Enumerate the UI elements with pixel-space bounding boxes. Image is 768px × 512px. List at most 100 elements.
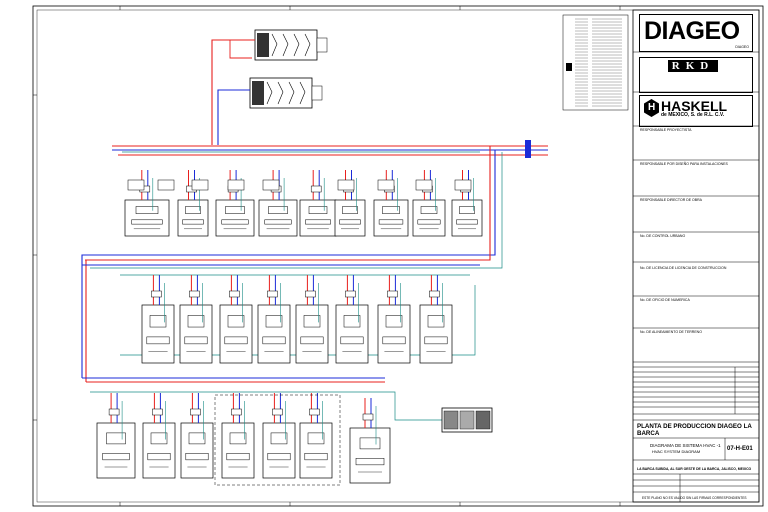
chiller-coil xyxy=(277,81,284,105)
chiller-coil xyxy=(282,33,289,57)
ahu-1-8 xyxy=(412,170,446,237)
ahu-2-6 xyxy=(335,275,369,364)
ahu-cabinet xyxy=(141,304,175,364)
tb-label-6: No. DE OFICIO DE NUMERICA xyxy=(640,298,690,302)
ahu-1-1 xyxy=(124,170,170,237)
ahu-coil xyxy=(106,432,126,445)
client-logo: DIAGEO DIAGEO xyxy=(639,14,753,52)
ahu-nameplate xyxy=(382,336,406,345)
ahu-3-7 xyxy=(349,398,391,484)
ahu-3-5 xyxy=(262,393,296,479)
ahu-2-4 xyxy=(257,275,291,364)
control-box-1-9 xyxy=(454,179,472,191)
ahu-cabinet xyxy=(373,199,409,237)
chiller-compressor xyxy=(257,33,269,57)
ahu-coil xyxy=(188,432,206,445)
ahu-coil xyxy=(185,206,201,214)
ahu-2-5 xyxy=(295,275,329,364)
haskell-hex-icon xyxy=(644,99,659,117)
ahu-nameplate xyxy=(300,336,324,345)
ahu-valve xyxy=(189,290,200,298)
ahu-cabinet xyxy=(419,304,453,364)
ahu-coil xyxy=(459,206,475,214)
ahu-coil xyxy=(150,432,168,445)
control-box-1-2 xyxy=(157,179,175,191)
ahu-coil xyxy=(225,206,245,214)
ahu-coil xyxy=(135,206,159,214)
border-ticks xyxy=(33,6,621,506)
ahu-coil xyxy=(359,437,381,450)
ahu-coil xyxy=(308,206,328,214)
ahu-coil xyxy=(343,315,361,328)
zone-enclosure xyxy=(214,394,341,486)
ahu-coil xyxy=(268,206,288,214)
ahu-cabinet xyxy=(142,422,176,479)
condensate-riser xyxy=(90,152,503,269)
roof-unit xyxy=(441,407,493,433)
ahu-nameplate xyxy=(147,453,171,461)
header-connector xyxy=(525,140,531,158)
ahu-nameplate xyxy=(264,219,292,225)
ahu-coil xyxy=(420,206,438,214)
ahu-valve xyxy=(190,408,201,416)
ahu-coil xyxy=(229,432,247,445)
control-box-1-3 xyxy=(191,179,209,191)
chiller-coil xyxy=(304,33,311,57)
ahu-3-6 xyxy=(299,393,333,479)
control-box-1-4 xyxy=(227,179,245,191)
ahu-cabinet xyxy=(179,304,213,364)
ahu-nameplate xyxy=(424,336,448,345)
drawing-title-en: HVAC SYSTEM DIAGRAM xyxy=(652,449,701,454)
control-box-1-6 xyxy=(337,179,355,191)
ahu-valve xyxy=(267,290,278,298)
chiller-coil xyxy=(271,33,278,57)
ahu-nameplate xyxy=(226,453,250,461)
ahu-valve xyxy=(272,408,283,416)
ahu-2-7 xyxy=(377,275,411,364)
ahu-cabinet xyxy=(262,422,296,479)
chiller-compressor xyxy=(252,81,264,105)
ahu-valve xyxy=(387,290,398,298)
ahu-cabinet xyxy=(377,304,411,364)
return-riser xyxy=(81,150,496,378)
project-location: LA BARCA SUBIDA, AL SUR OESTE DE LA BARC… xyxy=(637,467,752,471)
tb-label-4: No. DE CONTROL URBANO xyxy=(640,234,686,238)
sheet-border xyxy=(32,5,764,507)
ahu-coil xyxy=(427,315,445,328)
contractor-logo-text: HASKELL xyxy=(661,98,728,114)
chiller-coil xyxy=(293,33,300,57)
ahu-cabinet xyxy=(335,304,369,364)
ahu-cabinet xyxy=(219,304,253,364)
ahu-nameplate xyxy=(355,458,385,466)
chiller-pump xyxy=(311,85,323,101)
ahu-cabinet xyxy=(215,199,255,237)
chiller-return-pipe xyxy=(217,89,250,145)
tb-label-5: No. DE LICENCIA DE LICENCIA DE CONSTRUCC… xyxy=(640,266,727,270)
ahu-valve xyxy=(345,290,356,298)
chiller-units xyxy=(211,29,328,145)
control-box-1-8 xyxy=(415,179,433,191)
ahu-nameplate xyxy=(182,219,204,225)
ahu-cabinet xyxy=(124,199,170,237)
client-logo-text: DIAGEO xyxy=(644,17,740,45)
control-box-1-7 xyxy=(377,179,395,191)
ahu-3-1 xyxy=(96,393,136,479)
ahu-3-3 xyxy=(180,393,214,479)
project-title: PLANTA DE PRODUCCION DIAGEO LA BARCA xyxy=(637,423,752,437)
ahu-coil xyxy=(303,315,321,328)
ahu-cabinet xyxy=(349,427,391,484)
ahu-3-4 xyxy=(221,393,255,479)
ahu-nameplate xyxy=(224,336,248,345)
contractor-logo-sub: de MEXICO, S. de R.L. C.V. xyxy=(661,112,725,118)
drawing-number: 07-H-E01 xyxy=(727,446,753,452)
ahu-coil xyxy=(385,315,403,328)
legend-table xyxy=(562,14,629,111)
ahu-nameplate xyxy=(146,336,170,345)
chiller-pump xyxy=(316,37,328,53)
ahu-coil xyxy=(149,315,167,328)
ahu-nameplate xyxy=(267,453,291,461)
ahu-nameplate xyxy=(305,219,331,225)
ahu-cabinet xyxy=(299,199,337,237)
engineer-logo: RKD xyxy=(639,57,753,93)
ahu-nameplate xyxy=(262,336,286,345)
